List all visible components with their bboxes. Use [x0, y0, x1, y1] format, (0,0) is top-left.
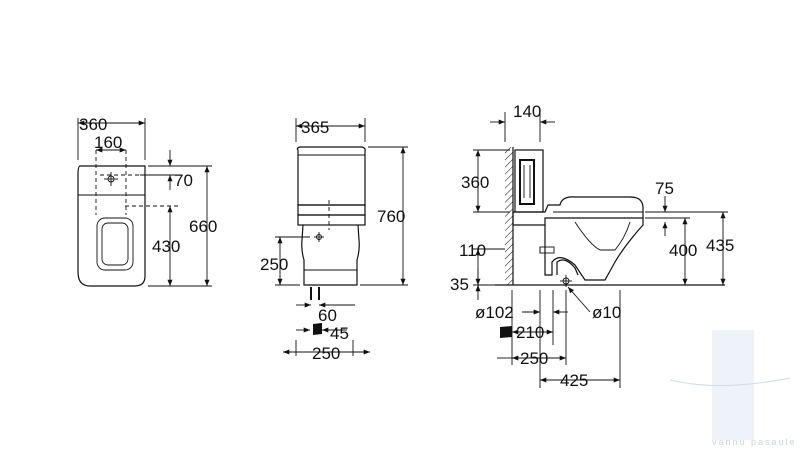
dim-profile-bolt-diameter: ø10: [592, 303, 621, 322]
wall-hatch: [505, 147, 513, 285]
front-view-tank: [296, 146, 366, 206]
dim-front-height-total: 760: [377, 207, 405, 226]
profile-bowl: [544, 218, 644, 281]
front-view-seat: [297, 204, 366, 216]
dim-profile-bolt-distance: 250: [520, 349, 548, 368]
watermark: vannu pasaule: [669, 330, 797, 447]
dim-front-foot-b: 45: [330, 324, 349, 343]
dim-front-foot-a: 60: [318, 306, 337, 325]
dim-profile-bowl-height: 435: [706, 236, 734, 255]
watermark-text: vannu pasaule: [712, 437, 797, 447]
dim-front-foot-c: 250: [312, 344, 340, 363]
front-view-foot-block: [313, 323, 322, 335]
front-view: [275, 118, 408, 356]
top-view-outline: [77, 165, 146, 287]
dim-profile-lid-offset: 75: [655, 179, 674, 198]
dim-top-width-holes: 160: [94, 133, 122, 152]
dim-front-outlet-height: 250: [260, 255, 288, 274]
profile-view: [473, 112, 728, 388]
dim-profile-pipe-diameter: ø102: [475, 303, 514, 322]
dim-profile-seat-height: 400: [669, 241, 697, 260]
dim-top-depth-inner: 430: [152, 237, 180, 256]
dim-front-width-tank: 365: [301, 118, 329, 137]
dim-top-depth-total: 660: [189, 217, 217, 236]
profile-seat: [512, 196, 644, 226]
dim-profile-floor-offset: 35: [450, 275, 469, 294]
dim-profile-outlet-offset: 110: [459, 241, 486, 260]
front-view-bowl: [301, 224, 360, 286]
dim-top-width-total: 360: [79, 115, 107, 134]
dim-profile-total-depth: 425: [560, 371, 588, 390]
dim-profile-tank-height: 360: [461, 173, 489, 192]
dim-profile-wall-gap: 140: [513, 102, 541, 121]
top-view: [77, 118, 212, 287]
dim-top-offset: 70: [174, 171, 193, 190]
top-view-seat: [96, 217, 134, 271]
dim-profile-outlet-distance: 210: [516, 323, 544, 342]
